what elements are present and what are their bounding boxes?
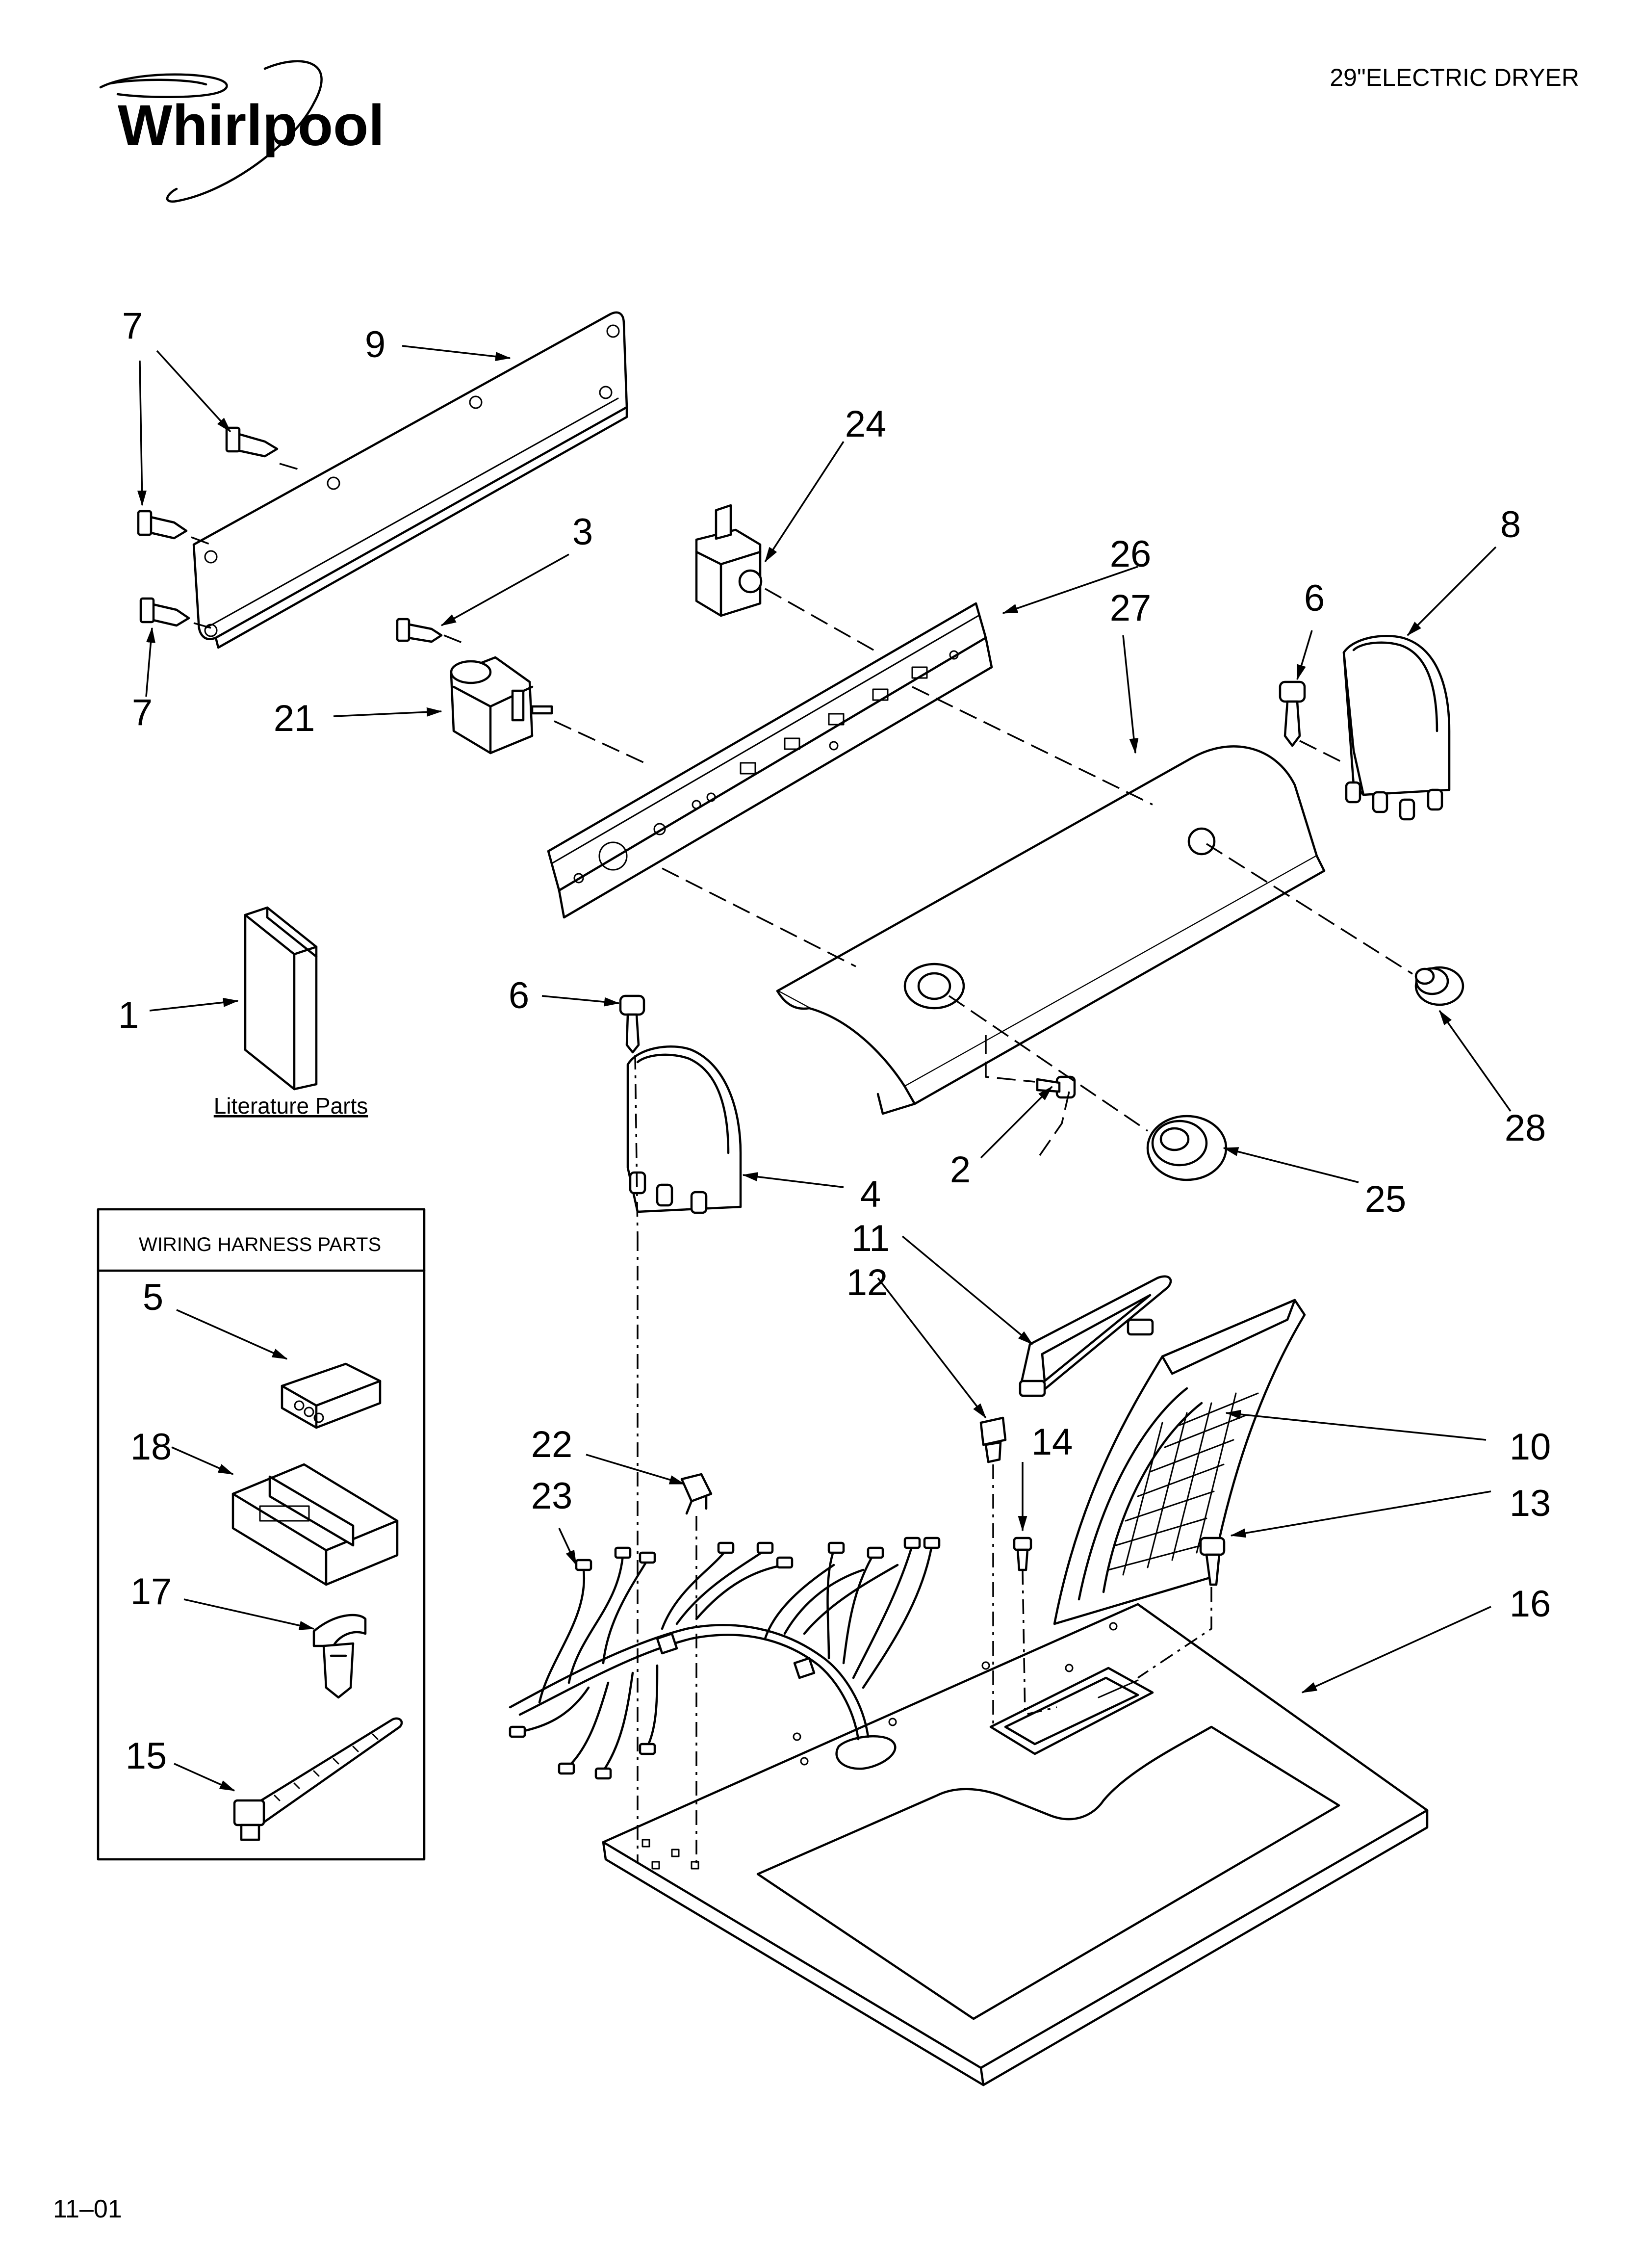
part-11-filter-frame bbox=[1019, 1275, 1172, 1397]
callout-numbers: 7 9 7 24 3 8 26 27 6 21 1 6 28 2 25 4 11… bbox=[118, 305, 1551, 1777]
lint-opening bbox=[989, 1667, 1154, 1755]
screw-7-middle bbox=[137, 510, 188, 540]
part-24-control bbox=[695, 504, 763, 617]
part-21-switch bbox=[450, 656, 553, 755]
assembly-lines bbox=[191, 463, 1413, 1869]
callout-12: 12 bbox=[847, 1262, 888, 1303]
part-22-clip bbox=[680, 1473, 713, 1515]
callout-9: 9 bbox=[365, 324, 385, 365]
callout-18: 18 bbox=[130, 1426, 172, 1468]
part-25-knob bbox=[1146, 1115, 1228, 1181]
part-1-literature bbox=[244, 906, 318, 1091]
part-8-endcap bbox=[1342, 635, 1451, 821]
harness-terminals bbox=[509, 1537, 941, 1780]
callout-11: 11 bbox=[851, 1218, 890, 1259]
callout-2: 2 bbox=[950, 1149, 971, 1191]
part-5-connector bbox=[281, 1362, 382, 1429]
callout-3: 3 bbox=[572, 511, 593, 553]
callout-7-lower: 7 bbox=[132, 692, 153, 733]
screw-7-top bbox=[225, 426, 279, 458]
callout-27: 27 bbox=[1110, 587, 1152, 629]
part-27-console bbox=[776, 745, 1326, 1115]
callout-25: 25 bbox=[1365, 1178, 1407, 1220]
wiring-harness-box bbox=[97, 1208, 426, 1861]
screw-3 bbox=[396, 618, 443, 643]
part-26-console-channel bbox=[547, 602, 993, 919]
literature-parts-caption: Literature Parts bbox=[214, 1093, 368, 1119]
callout-17: 17 bbox=[130, 1571, 172, 1613]
callout-10: 10 bbox=[1510, 1426, 1551, 1468]
callout-6-left: 6 bbox=[509, 975, 529, 1017]
wiring-box-title: WIRING HARNESS PARTS bbox=[139, 1234, 381, 1255]
screw-13 bbox=[1199, 1537, 1226, 1586]
part-18-terminal-block bbox=[231, 1463, 399, 1586]
part-4-endcap bbox=[626, 1045, 742, 1214]
part-10-lint-screen bbox=[1053, 1299, 1306, 1625]
callout-21: 21 bbox=[274, 698, 315, 739]
part-23-wire-harness bbox=[509, 1537, 941, 1780]
callout-13: 13 bbox=[1510, 1483, 1551, 1524]
callout-6-right: 6 bbox=[1304, 577, 1325, 619]
screw-6-left bbox=[619, 994, 645, 1054]
part-28-knob bbox=[1414, 966, 1464, 1006]
callout-4: 4 bbox=[860, 1173, 881, 1215]
callout-14: 14 bbox=[1031, 1421, 1073, 1463]
whirlpool-logo: Whirlpool bbox=[99, 60, 385, 203]
screw-6-right bbox=[1279, 680, 1306, 747]
callout-15: 15 bbox=[126, 1735, 167, 1777]
date-code: 11–01 bbox=[53, 2195, 122, 2223]
screw-2 bbox=[1036, 1075, 1076, 1099]
part-12-clip bbox=[979, 1416, 1007, 1463]
callout-8: 8 bbox=[1500, 504, 1521, 546]
callout-7: 7 bbox=[122, 305, 143, 347]
callout-5: 5 bbox=[143, 1277, 163, 1318]
callout-23: 23 bbox=[531, 1475, 573, 1517]
screw-7-bottom bbox=[139, 597, 190, 627]
part-15-cable-tie bbox=[233, 1717, 403, 1841]
callout-16: 16 bbox=[1510, 1583, 1551, 1625]
leader-lines bbox=[137, 345, 1512, 1792]
part-9-bracket bbox=[192, 311, 628, 649]
callout-1: 1 bbox=[118, 994, 139, 1036]
lint-screen-mesh bbox=[1107, 1392, 1259, 1576]
part-16-top-panel bbox=[602, 1603, 1429, 2086]
callout-24: 24 bbox=[845, 403, 887, 445]
brand-wordmark: Whirlpool bbox=[118, 93, 385, 158]
callout-22: 22 bbox=[531, 1424, 573, 1465]
part-17-clip bbox=[312, 1614, 367, 1699]
callout-26: 26 bbox=[1110, 533, 1152, 575]
model-title: 29"ELECTRIC DRYER bbox=[1330, 64, 1579, 91]
callout-28: 28 bbox=[1505, 1107, 1546, 1149]
screw-14 bbox=[1013, 1537, 1032, 1571]
panel-slots bbox=[573, 650, 959, 884]
